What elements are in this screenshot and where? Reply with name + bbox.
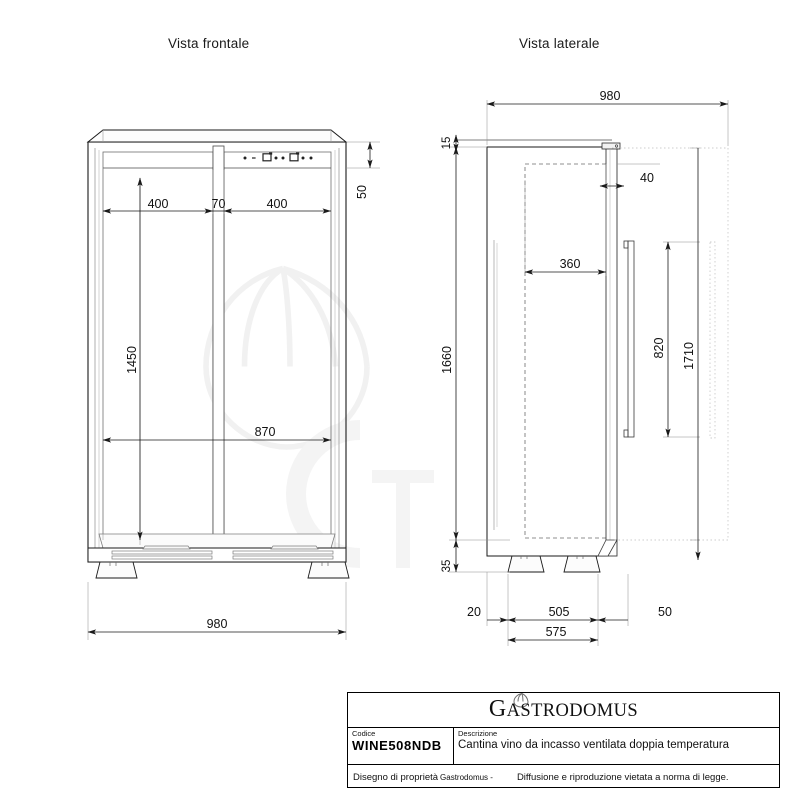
front-height-dimension: 1450 (125, 177, 143, 541)
side-feet (507, 555, 601, 573)
title-block: GASTRODOMUS Codice WINE508NDB Descrizion… (347, 692, 780, 788)
side-view-title: Vista laterale (519, 36, 600, 51)
logo-mark-icon (513, 693, 528, 708)
dim-side-handle-length: 820 (652, 338, 666, 359)
side-cabinet-outline (486, 146, 609, 557)
side-overall-depth-dimension: 980 (486, 89, 729, 107)
side-door-bottom-chamfer (597, 539, 618, 557)
front-topband-dimension: 50 (355, 141, 373, 199)
front-interior-width-dimension: 870 (102, 425, 332, 443)
control-panel[interactable] (243, 152, 313, 162)
dim-side-door-thickness: 40 (640, 171, 654, 185)
side-niche-envelope (612, 147, 729, 541)
logo-wordmark: ASTRODOMUS (506, 701, 639, 721)
title-block-info-row: Codice WINE508NDB Descrizione Cantina vi… (348, 728, 779, 765)
footer-notice-text: Diffusione e riproduzione vietata a norm… (516, 771, 729, 783)
brand-logo: GASTRODOMUS (348, 697, 779, 721)
side-bottom-dimension-row: 20 505 50 (467, 605, 672, 623)
dim-side-top-gap: 15 (441, 137, 453, 150)
dim-front-door-left: 400 (148, 197, 169, 211)
front-view-drawing: 400 70 400 1450 870 50 980 (86, 129, 380, 640)
front-ventilation-grille (111, 545, 334, 560)
side-view-drawing: 980 15 1660 35 40 (440, 89, 729, 646)
front-view-title: Vista frontale (168, 36, 250, 51)
dim-front-center-stile: 70 (212, 197, 226, 211)
description-label: Descrizione (458, 729, 498, 738)
dim-side-overall-height: 1710 (682, 342, 696, 370)
front-width-dimension-row: 400 70 400 (102, 197, 332, 214)
watermark-logo (203, 265, 434, 568)
dim-side-rear-clearance: 50 (658, 605, 672, 619)
dim-front-overall-width: 980 (207, 617, 228, 631)
side-body-height-dimension: 1660 (440, 146, 459, 541)
footer-brand-text: Gastrodomus - (440, 772, 493, 782)
dim-side-foot-height: 35 (441, 560, 453, 573)
description-cell: Descrizione Cantina vino da incasso vent… (454, 728, 779, 764)
title-block-logo-row: GASTRODOMUS (348, 693, 779, 728)
dim-front-interior-width: 870 (255, 425, 276, 439)
side-handle-length-dimension: 820 (652, 241, 671, 438)
dim-front-interior-height: 1450 (125, 346, 139, 374)
side-total-depth-dimension: 575 (507, 625, 599, 643)
code-label: Codice (352, 729, 376, 738)
dim-front-door-right: 400 (267, 197, 288, 211)
code-cell: Codice WINE508NDB (348, 728, 454, 764)
dim-side-total-depth: 575 (546, 625, 567, 639)
front-feet (95, 561, 350, 579)
description-value: Cantina vino da incasso ventilata doppia… (458, 739, 730, 751)
title-block-footer-row: Disegno di proprietà Gastrodomus - Diffu… (348, 765, 779, 789)
side-door-leaf (605, 147, 618, 557)
code-value: WINE508NDB (352, 738, 442, 753)
dim-side-front-offset: 20 (467, 605, 481, 619)
footer-ownership-text: Disegno di proprietà (353, 771, 439, 783)
side-door-handle[interactable] (623, 240, 635, 438)
side-inner-depth-dimension: 360 (524, 257, 607, 275)
side-interior-outline (524, 163, 614, 539)
dim-front-top-band: 50 (355, 185, 369, 199)
dim-side-inner-depth: 360 (560, 257, 581, 271)
logo-initial: G (488, 696, 507, 722)
front-overall-width-dimension: 980 (87, 617, 347, 635)
front-base-band (87, 547, 347, 563)
side-foot-height-dimension: 35 (441, 539, 459, 573)
dim-side-body-height: 1660 (440, 346, 454, 374)
side-door-thickness-dimension: 40 (599, 171, 654, 189)
side-top-hinge (601, 142, 621, 150)
dim-side-cabinet-depth: 505 (549, 605, 570, 619)
front-top-plate (86, 129, 348, 143)
dim-side-overall-depth: 980 (600, 89, 621, 103)
side-overall-height-dimension: 1710 (682, 148, 701, 561)
side-topgap-dimension: 15 (441, 134, 459, 153)
